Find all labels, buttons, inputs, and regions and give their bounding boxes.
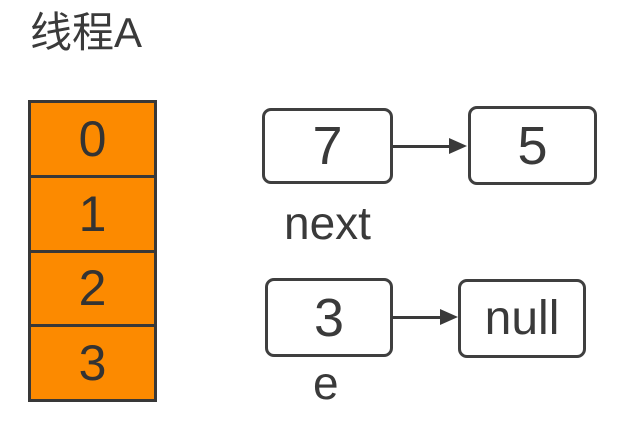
- arrow-shaft: [393, 144, 449, 148]
- array-cell-1: 1: [31, 177, 154, 253]
- label-next-pointer: next: [284, 197, 371, 249]
- array-cell-0: 0: [31, 103, 154, 178]
- arrow-head-icon: [440, 309, 458, 325]
- node-next-tail: 5: [468, 106, 597, 185]
- arrow-3-to-null: [392, 308, 458, 326]
- array-thread-a: 0 1 2 3: [28, 100, 157, 402]
- arrow-head-icon: [449, 138, 467, 154]
- label-e-pointer: e: [313, 357, 339, 409]
- node-e-head: 3: [265, 278, 393, 357]
- array-cell-3: 3: [31, 327, 154, 399]
- thread-a-title: 线程A: [30, 9, 143, 56]
- arrow-shaft: [392, 315, 440, 319]
- arrow-next-to-5: [393, 137, 467, 155]
- node-next-head: 7: [262, 108, 393, 184]
- node-e-tail: null: [458, 279, 586, 358]
- array-cell-2: 2: [31, 252, 154, 328]
